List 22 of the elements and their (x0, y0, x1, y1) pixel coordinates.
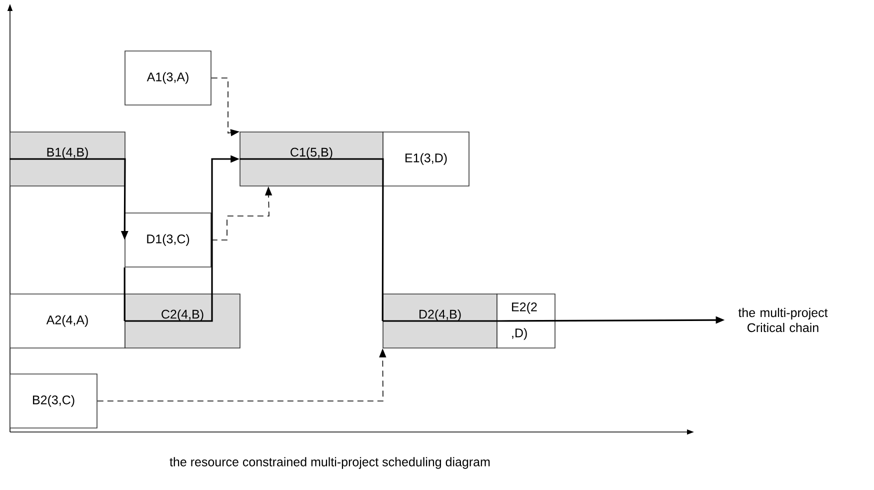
task-box (496, 294, 556, 348)
task-box (10, 374, 98, 428)
task-label: B1(4,B) (47, 147, 88, 160)
task-box (124, 50, 212, 106)
task-box (10, 294, 126, 348)
task-label: A1(3,A) (146, 72, 188, 84)
task-label: C2(4,B) (162, 309, 204, 322)
task-box (240, 132, 384, 186)
task-label: D2(4,B) (420, 309, 461, 322)
task-box (124, 294, 240, 348)
task-box (382, 294, 498, 348)
caption: the resource constrained multi-project scheduling diagram (170, 457, 490, 469)
task-box (382, 132, 470, 186)
task-label: E1(3,D) (406, 153, 447, 165)
task-label: A2(4,A) (46, 315, 88, 327)
task-label: D1(3,C) (147, 234, 190, 246)
task-label: B2(3,C) (33, 395, 74, 407)
task-box (10, 132, 126, 186)
task-label: E2(2 ,D) (512, 302, 537, 340)
task-label: C1(5,B) (290, 147, 332, 160)
chain-label: the multi-project Critical chain (738, 308, 828, 332)
task-box (124, 212, 212, 268)
